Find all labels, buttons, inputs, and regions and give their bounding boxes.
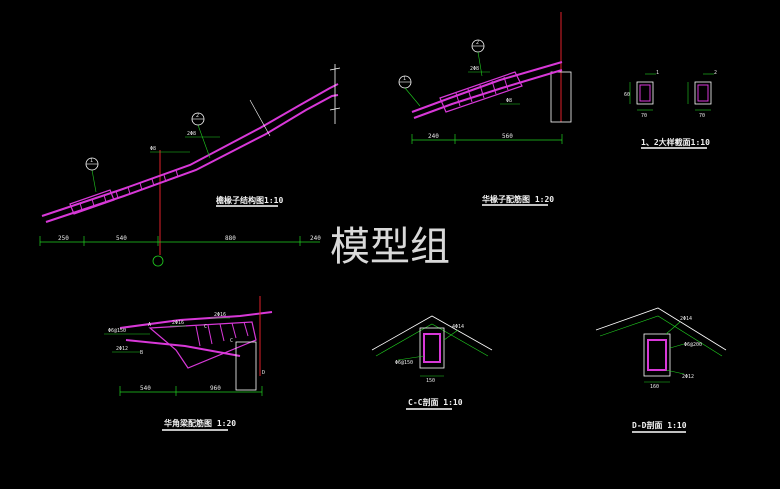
dim-160: 160 bbox=[650, 384, 659, 390]
short-rafter-bottom bbox=[413, 69, 563, 119]
rebar-label-4: Φ8 bbox=[506, 98, 512, 104]
dim-70b: 70 bbox=[699, 113, 705, 119]
title-corner-beam: 华角梁配筋图 1:20 bbox=[164, 418, 236, 428]
detail-tag-1: 1 bbox=[656, 70, 659, 76]
rafter-end-block bbox=[69, 189, 115, 215]
column-post bbox=[550, 71, 572, 123]
roof-slope-cc bbox=[371, 315, 493, 351]
dim-540: 540 bbox=[116, 235, 127, 242]
corner-beam-block bbox=[148, 321, 257, 369]
rebar-label-5: Φ6@150 bbox=[108, 328, 126, 334]
marker-1-label: 1 bbox=[90, 158, 93, 164]
rafter-top-line bbox=[41, 83, 339, 217]
rafter-stirrups bbox=[79, 169, 179, 211]
section-letter-B: B bbox=[140, 350, 143, 356]
corner-beam-stirrups bbox=[195, 321, 249, 347]
rebar-label-cc-2: Φ6@150 bbox=[395, 360, 413, 366]
detail-2-rebar bbox=[697, 84, 709, 102]
rafter-leaders bbox=[91, 124, 220, 193]
dim-70a: 70 bbox=[641, 113, 647, 119]
rafter-structure-drawing: 1 2 Φ8 2Φ8 250 540 880 240 檐椽子结构图1:10 bbox=[39, 64, 341, 267]
section-cc-rebar bbox=[423, 333, 441, 363]
section-cut-line bbox=[249, 99, 271, 137]
detail-2-outline bbox=[694, 81, 712, 105]
short-rafter-block bbox=[439, 71, 523, 113]
rebar-label-dd-3: 2Φ12 bbox=[682, 374, 694, 380]
short-rafter-dimension-line bbox=[411, 134, 563, 144]
section-dd-outline bbox=[643, 333, 671, 377]
detail-tag-2: 2 bbox=[714, 70, 717, 76]
rebar-label-1: Φ8 bbox=[150, 146, 156, 152]
corner-beam-rebar-drawing: Φ6@150 2Φ16 2Φ16 2Φ12 A B C C D 540 960 … bbox=[104, 296, 273, 431]
title-detail-sections: 1、2大样截面1:10 bbox=[641, 137, 710, 147]
dim-60: 60 bbox=[624, 92, 630, 98]
rebar-label-2: 2Φ8 bbox=[187, 131, 196, 137]
section-dd-drawing: 2Φ14 Φ6@200 2Φ12 160 D-D剖面 1:10 bbox=[595, 307, 727, 433]
rebar-label-cc-1: 4Φ14 bbox=[452, 324, 464, 330]
rebar-label-dd-2: Φ6@200 bbox=[684, 342, 702, 348]
section-letter-A: A bbox=[148, 322, 151, 328]
corner-beam-dimension-line bbox=[119, 386, 263, 396]
title-short-rafter: 华椽子配筋图 1:20 bbox=[482, 194, 554, 204]
section-cc-drawing: 4Φ14 Φ6@150 150 C-C剖面 1:10 bbox=[371, 315, 493, 410]
marker-3-label: 2 bbox=[476, 40, 479, 46]
detail-sections-drawing: 70 70 60 1 2 1、2大样截面1:10 bbox=[624, 70, 717, 149]
dim-960: 960 bbox=[210, 385, 221, 392]
short-rafter-leaders bbox=[404, 51, 520, 107]
rebar-label-dd-1: 2Φ14 bbox=[680, 316, 692, 322]
rebar-label-6: 2Φ16 bbox=[172, 320, 184, 326]
dim-250: 250 bbox=[58, 235, 69, 242]
corner-column bbox=[235, 341, 257, 391]
roof-inner-dd bbox=[599, 315, 723, 357]
title-section-cc: C-C剖面 1:10 bbox=[408, 397, 463, 407]
rebar-label-3: 2Φ8 bbox=[470, 66, 479, 72]
dim-240: 240 bbox=[310, 235, 321, 242]
short-rafter-rebar-drawing: 2 1 2Φ8 Φ8 240 560 华椽子配筋图 1:20 bbox=[398, 12, 572, 206]
dim-560: 560 bbox=[502, 133, 513, 140]
short-rafter-top bbox=[411, 61, 563, 113]
dim-880: 880 bbox=[225, 235, 236, 242]
rebar-label-7: 2Φ16 bbox=[214, 312, 226, 318]
corner-beam-bottom bbox=[125, 339, 241, 357]
title-rafter-structure: 檐椽子结构图1:10 bbox=[216, 195, 283, 205]
axis-bubble bbox=[152, 255, 164, 267]
section-letter-C2: C bbox=[230, 338, 233, 344]
roof-slope-dd bbox=[595, 307, 727, 351]
roof-inner-cc bbox=[375, 323, 489, 357]
detail-dimension-lines bbox=[629, 73, 714, 111]
watermark-text: 模型组 bbox=[330, 224, 450, 270]
title-section-dd: D-D剖面 1:10 bbox=[632, 420, 687, 430]
marker-2-label: 2 bbox=[196, 113, 199, 119]
dim-150: 150 bbox=[426, 378, 435, 384]
rebar-label-8: 2Φ12 bbox=[116, 346, 128, 352]
detail-1-outline bbox=[636, 81, 654, 105]
section-cc-outline bbox=[419, 327, 445, 369]
marker-4-label: 1 bbox=[403, 76, 406, 82]
section-dd-rebar bbox=[647, 339, 667, 371]
corner-beam-leaders bbox=[104, 317, 230, 353]
short-rafter-stirrups bbox=[455, 76, 509, 107]
detail-1-rebar bbox=[639, 84, 651, 102]
dim-240b: 240 bbox=[428, 133, 439, 140]
section-letter-D1: D bbox=[262, 370, 265, 376]
rafter-bottom-line bbox=[45, 94, 339, 223]
rafter-dimension-line bbox=[39, 236, 320, 246]
dim-540b: 540 bbox=[140, 385, 151, 392]
section-letter-C1: C bbox=[204, 324, 207, 330]
